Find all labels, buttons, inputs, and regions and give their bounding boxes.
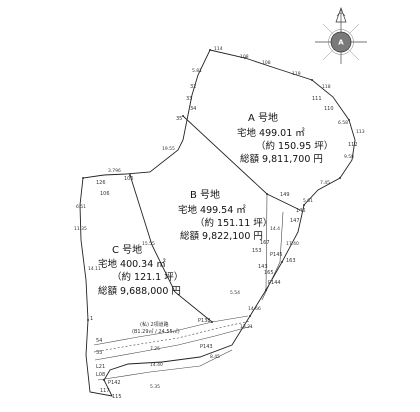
point-label: 106	[100, 191, 110, 197]
lot-b-east-line	[265, 193, 268, 291]
lot-a-tsubo: （約 150.95 坪）	[256, 140, 333, 152]
road-note-line1: (私) 2項道路	[140, 321, 169, 328]
lot-c-label: C 号地 宅地 400.34 ㎡ （約 121.1 坪） 総額 9,688,00…	[98, 243, 183, 297]
dimension-label: 11.35	[74, 226, 87, 232]
dimension-label: 5.54	[230, 290, 240, 296]
north-arrow-icon: A	[315, 6, 367, 64]
lot-b-tsubo: （約 151.11 坪）	[195, 217, 272, 229]
dimension-label: 14.66	[248, 306, 261, 312]
dimension-label: 5.81	[192, 68, 202, 74]
point-label: 147	[290, 218, 300, 224]
dimension-label: 113	[356, 129, 365, 135]
point-label: 110	[324, 106, 334, 112]
road-note: (私) 2項道路 (B1.29㎡ / 24.55㎡)	[132, 321, 180, 335]
lot-b-label: B 号地 宅地 499.54 ㎡ （約 151.11 坪） 総額 9,822,1…	[178, 188, 272, 242]
dimension-label: 17.40	[286, 241, 299, 247]
dimension-label: 15.55	[142, 241, 155, 247]
dimension-labels: 114 108 108 119 118 6.58 113 9.58 7.45 5…	[74, 46, 365, 390]
survey-marks	[82, 49, 350, 381]
point-label: 111	[312, 96, 322, 102]
bottom-road-line	[97, 349, 233, 381]
point-label: P138	[198, 318, 211, 324]
dimension-label: 5.35	[150, 384, 160, 390]
point-label: L21	[96, 364, 105, 370]
point-label: 33	[186, 96, 192, 102]
point-label: 32	[190, 84, 196, 90]
east-inner-line	[261, 211, 284, 301]
dimension-label: 9.58	[344, 154, 354, 160]
dimension-label: 5.61	[303, 198, 313, 204]
lot-b-price: 総額 9,822,100 円	[180, 230, 263, 242]
point-label: 167	[260, 240, 270, 246]
point-label: 54	[96, 338, 102, 344]
point-label: 126	[96, 180, 106, 186]
point-label: 163	[286, 258, 296, 264]
lot-a-area: 宅地 499.01 ㎡	[237, 127, 305, 139]
lot-a-label: A 号地 宅地 499.01 ㎡ （約 150.95 坪） 総額 9,811,7…	[237, 111, 333, 165]
point-label: 153	[252, 248, 262, 254]
dimension-label: 8.45	[210, 354, 220, 360]
dimension-label: 14.11	[88, 266, 101, 272]
dimension-label: 14.40	[150, 362, 163, 368]
lot-a-price: 総額 9,811,700 円	[240, 153, 323, 165]
dimension-label: 3.796	[108, 168, 121, 174]
road-centerline	[93, 320, 251, 353]
point-label: 165	[264, 270, 274, 276]
road-edge-north	[93, 315, 249, 346]
point-label: 105	[124, 176, 134, 182]
point-label: 117	[100, 388, 110, 394]
dimension-label: 108	[262, 60, 271, 66]
point-label: 112	[348, 142, 358, 148]
point-label: P143	[200, 344, 213, 350]
dimension-label: 114	[214, 46, 223, 52]
point-label: 115	[112, 394, 122, 400]
dimension-label: 14.4	[270, 226, 280, 232]
lot-b-area: 宅地 499.54 ㎡	[178, 204, 246, 216]
lot-c-area: 宅地 400.34 ㎡	[98, 258, 166, 270]
point-label: P142	[108, 380, 121, 386]
point-label: 143	[258, 264, 268, 270]
lot-c-tsubo: （約 121.1 坪）	[112, 271, 183, 283]
dimension-label: 7.25	[150, 346, 160, 352]
point-label: L08	[96, 372, 105, 378]
dimension-label: 19.55	[162, 146, 175, 152]
dimension-label: 118	[322, 84, 331, 90]
dimension-label: 6.51	[76, 204, 86, 210]
dimension-label: 6.58	[338, 120, 348, 126]
lot-b-title: B 号地	[190, 188, 220, 201]
lot-a-title: A 号地	[248, 111, 278, 124]
dimension-label: 13.21	[240, 324, 253, 330]
point-label: P144	[268, 280, 281, 286]
dimension-label: 108	[240, 54, 249, 60]
lot-c-price: 総額 9,688,000 円	[98, 285, 181, 297]
road-edge-south	[94, 325, 253, 361]
dimension-label: 119	[292, 71, 301, 77]
lot-divider-bc	[129, 174, 213, 323]
site-boundary	[79, 49, 356, 397]
point-label: 1	[90, 316, 93, 322]
point-label: 35	[176, 116, 182, 122]
dimension-label: 7.45	[320, 180, 330, 186]
point-labels: 32 33 34 35 126 106 105 P138 P143 P142 P…	[90, 84, 358, 400]
lot-c-title: C 号地	[112, 243, 142, 256]
road-note-line2: (B1.29㎡ / 24.55㎡)	[132, 328, 180, 335]
point-label: 146	[296, 208, 306, 214]
point-label: P145	[270, 252, 283, 258]
point-label: 53	[96, 350, 102, 356]
point-label: 149	[280, 192, 290, 198]
compass-letter: A	[338, 39, 344, 47]
point-label: 34	[190, 106, 196, 112]
